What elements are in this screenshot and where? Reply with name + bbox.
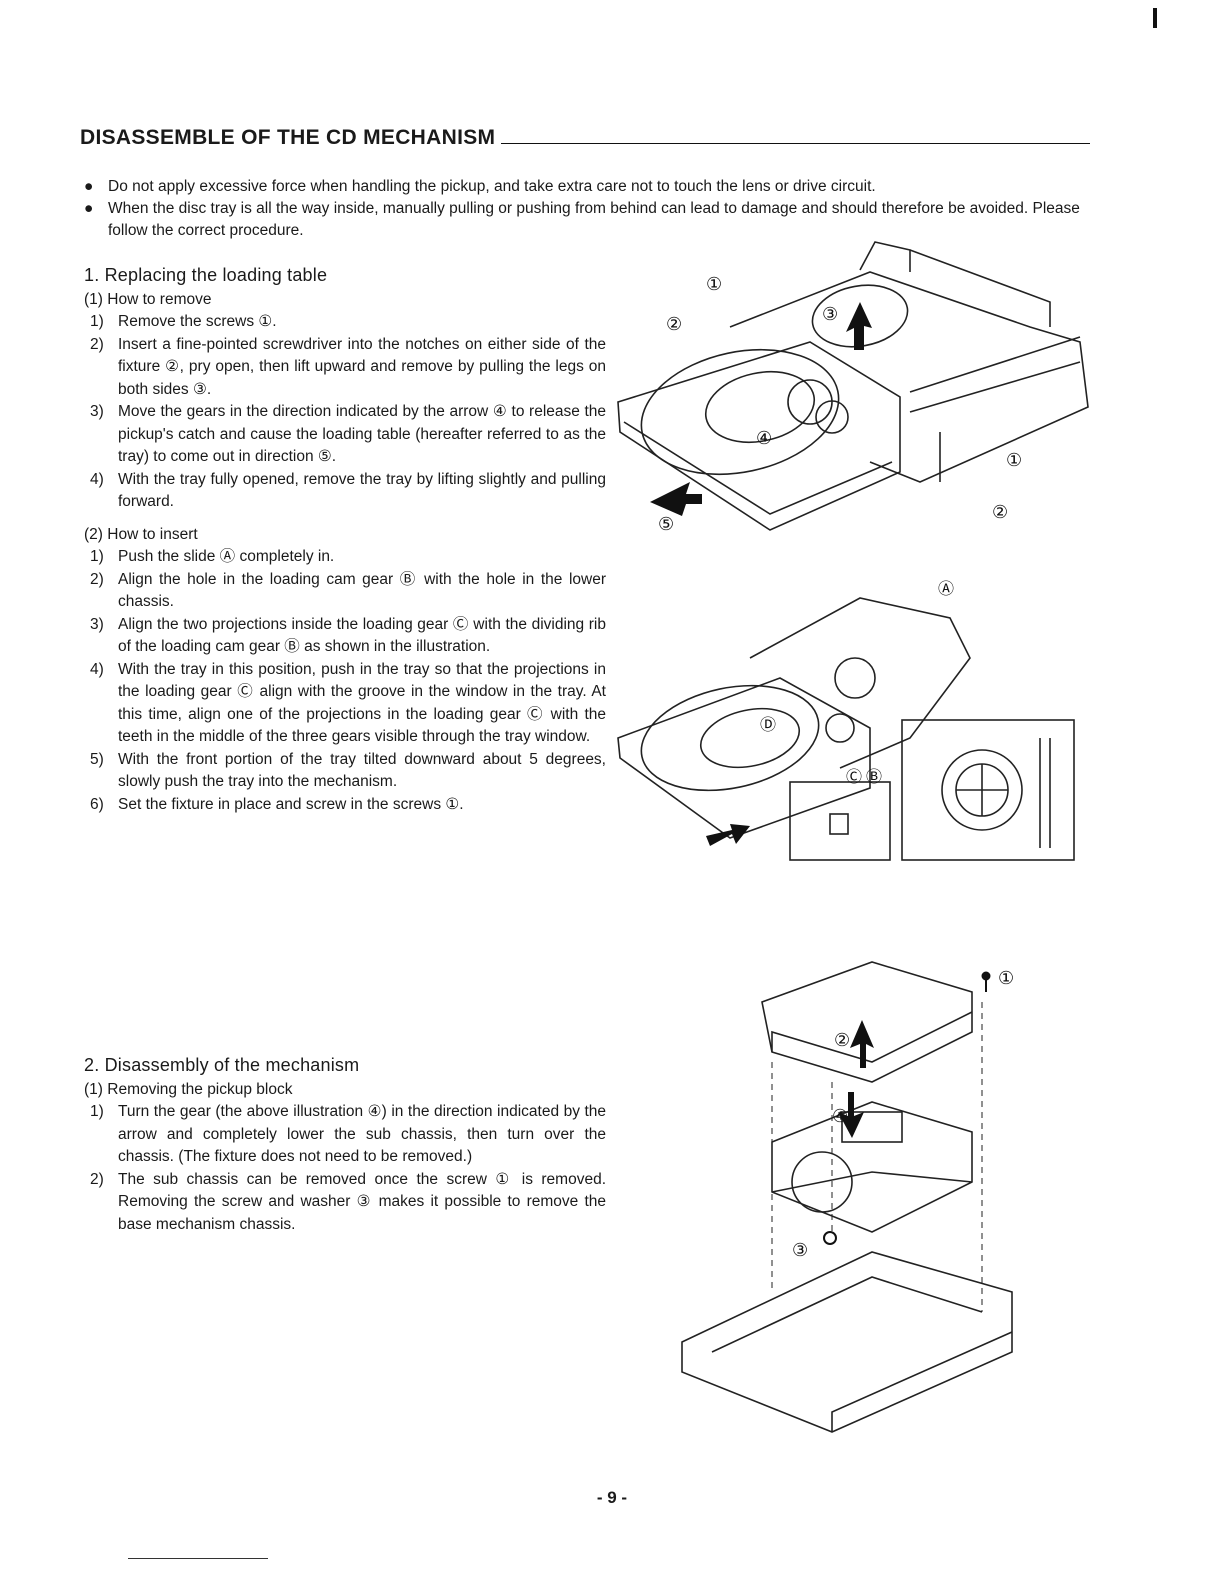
callout-label: Ⓒ xyxy=(846,767,862,786)
insert-steps: 1) Push the slide Ⓐ completely in. 2) Alig… xyxy=(84,546,606,816)
callout-label: Ⓑ xyxy=(866,767,882,786)
washer-icon xyxy=(823,1231,837,1245)
step-text: Turn the gear (the above illustration ④)… xyxy=(118,1103,606,1165)
step-item: 5) With the front portion of the tray til… xyxy=(84,749,606,794)
subsection-heading: (1) How to remove xyxy=(84,290,212,308)
callout-label: ② xyxy=(992,502,1008,523)
step-text: Move the gears in the direction indicate… xyxy=(118,403,606,465)
lift-direction-arrow-icon xyxy=(846,302,872,350)
step-item: 1) Push the slide Ⓐ completely in. xyxy=(84,546,606,569)
callout-label: ① xyxy=(998,968,1014,989)
bullet-icon: ● xyxy=(84,178,94,195)
section-header: DISASSEMBLE OF THE CD MECHANISM xyxy=(80,126,1090,154)
note-text: Do not apply excessive force when handli… xyxy=(108,178,876,195)
screw-icon xyxy=(981,971,991,981)
caution-note: ● When the disc tray is all the way insid… xyxy=(84,198,1094,242)
callout-label: Ⓐ xyxy=(938,579,954,598)
callout-label: ③ xyxy=(822,304,838,325)
step-number: 3) xyxy=(90,615,104,633)
mechanism-exploded-illustration: ① ② ④ ③ xyxy=(681,961,1014,1433)
step-number: 5) xyxy=(90,750,104,768)
callout-label: ④ xyxy=(832,1106,848,1127)
step-number: 4) xyxy=(90,660,104,678)
step-text: With the tray in this position, push in … xyxy=(118,660,606,746)
step-number: 2) xyxy=(90,570,104,588)
bullet-icon: ● xyxy=(84,200,94,217)
page-title: DISASSEMBLE OF THE CD MECHANISM xyxy=(80,126,502,150)
callout-label: ① xyxy=(1006,450,1022,471)
step-item: 3) Move the gears in the direction indica… xyxy=(84,401,606,469)
step-item: 2) Insert a fine-pointed screwdriver into… xyxy=(84,334,606,402)
section-title: 2. Disassembly of the mechanism xyxy=(84,1055,360,1075)
callout-label: ④ xyxy=(756,428,772,449)
direction-5-arrow-icon xyxy=(650,482,702,516)
step-item: 1) Turn the gear (the above illustration … xyxy=(84,1101,606,1169)
step-item: 2) The sub chassis can be removed once th… xyxy=(84,1169,606,1237)
subsection-heading: (2) How to insert xyxy=(84,525,198,543)
note-text: When the disc tray is all the way inside… xyxy=(108,200,1080,239)
step-text: Insert a fine-pointed screwdriver into t… xyxy=(118,335,606,398)
footer-rule xyxy=(128,1558,268,1559)
step-text: Align the hole in the loading cam gear Ⓑ… xyxy=(118,570,606,611)
step-item: 3) Align the two projections inside the l… xyxy=(84,614,606,659)
step-item: 2) Align the hole in the loading cam gear… xyxy=(84,569,606,614)
step-number: 1) xyxy=(90,548,104,565)
caution-notes: ● Do not apply excessive force when handl… xyxy=(84,176,1094,242)
callout-label: ② xyxy=(666,314,682,335)
step-number: 3) xyxy=(90,403,104,420)
step-text: The sub chassis can be removed once the … xyxy=(118,1170,606,1233)
header-rule xyxy=(80,143,1090,144)
lift-up-arrow-icon xyxy=(850,1020,874,1068)
callout-label: Ⓓ xyxy=(760,715,776,734)
push-down-arrow-icon xyxy=(838,1092,864,1138)
caution-note: ● Do not apply excessive force when handl… xyxy=(84,176,1094,198)
step-number: 6) xyxy=(90,795,104,813)
step-item: 1) Remove the screws ①. xyxy=(84,311,606,334)
section-title: 1. Replacing the loading table xyxy=(84,265,328,285)
step-number: 1) xyxy=(90,1103,104,1120)
step-text: Align the two projections inside the loa… xyxy=(118,615,606,656)
subsection-heading: (1) Removing the pickup block xyxy=(84,1080,293,1098)
step-text: With the front portion of the tray tilte… xyxy=(118,750,606,791)
step-number: 2) xyxy=(90,335,104,353)
section-replacing-loading-table: 1. Replacing the loading table (1) How t… xyxy=(84,264,606,826)
step-number: 2) xyxy=(90,1170,104,1188)
page-number: - 9 - xyxy=(596,1488,628,1507)
section-disassembly-mechanism: 2. Disassembly of the mechanism (1) Remo… xyxy=(84,1054,606,1246)
push-in-arrow-icon xyxy=(706,824,750,846)
step-number: 4) xyxy=(90,470,104,488)
step-text: Remove the screws ①. xyxy=(118,313,277,330)
corner-registration-mark xyxy=(1153,8,1157,28)
step-item: 4) With the tray in this position, push i… xyxy=(84,659,606,749)
callout-label: ① xyxy=(706,274,722,295)
callout-label: ⑤ xyxy=(658,514,674,532)
callout-label: ③ xyxy=(792,1240,808,1261)
pickup-removal-steps: 1) Turn the gear (the above illustration … xyxy=(84,1101,606,1236)
step-item: 6) Set the fixture in place and screw in … xyxy=(84,794,606,817)
tray-insertion-illustration: Ⓐ Ⓓ Ⓒ Ⓑ xyxy=(617,579,1075,861)
callout-label: ② xyxy=(834,1030,850,1051)
step-text: Set the fixture in place and screw in th… xyxy=(118,795,464,813)
remove-steps: 1) Remove the screws ①. 2) Insert a fine-p… xyxy=(84,311,606,514)
step-text: Push the slide Ⓐ completely in. xyxy=(118,548,335,565)
step-item: 4) With the tray fully opened, remove the… xyxy=(84,469,606,514)
tray-removal-illustration: ① ② ③ ④ ① ② ⑤ xyxy=(617,241,1089,532)
step-number: 1) xyxy=(90,313,104,330)
step-text: With the tray fully opened, remove the t… xyxy=(118,470,606,511)
